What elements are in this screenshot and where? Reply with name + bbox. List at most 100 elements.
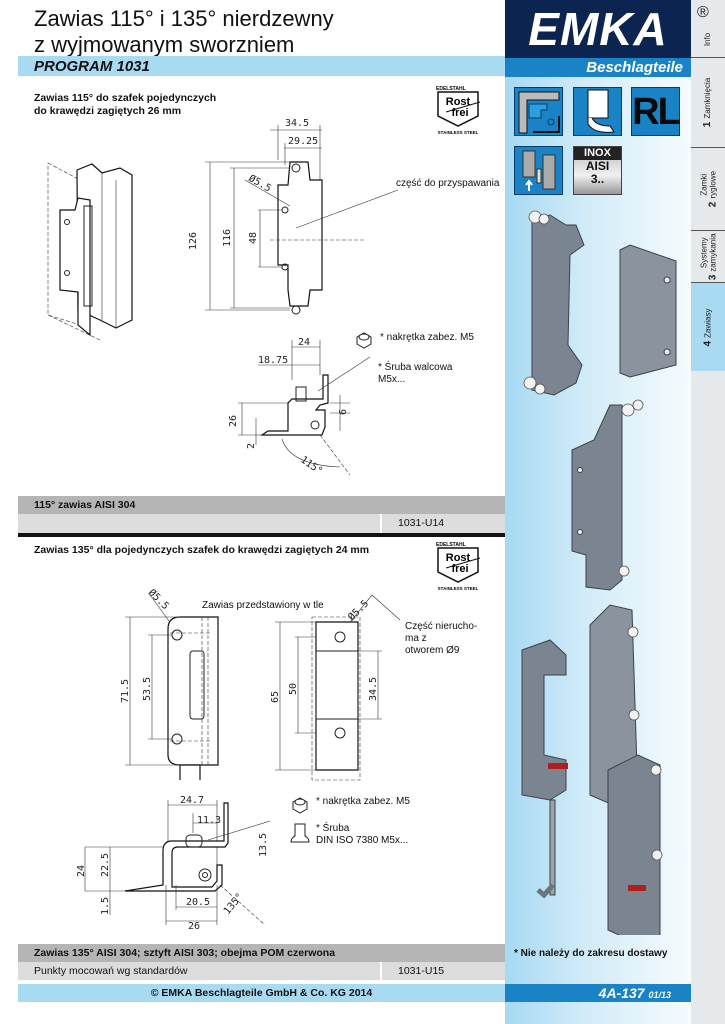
page-code: 4A-137 <box>598 985 645 1001</box>
dim-label: 24 <box>298 337 310 348</box>
tab-number: 2 <box>707 201 718 208</box>
inox-icon: INOX AISI 3.. <box>573 146 622 195</box>
hinge-115-part-b <box>619 244 677 378</box>
dim-label: 53.5 <box>142 677 153 701</box>
hinge-135-part-a <box>521 639 567 801</box>
screw-note-line-1: * Śruba walcowa <box>378 362 453 373</box>
rostfrei-line-1: Rost <box>446 96 471 108</box>
dim-label: 126 <box>188 232 199 250</box>
rostfrei-top-text: EDELSTAHL <box>436 542 466 548</box>
dim-label: 22.5 <box>100 853 111 877</box>
dim-label: 13.5 <box>258 833 269 857</box>
spec-row-115-empty <box>18 514 380 533</box>
hinge-115-isometric-drawing <box>47 162 133 340</box>
tab-label: Zawiasy <box>703 308 713 338</box>
brand-logo-box <box>505 0 691 58</box>
button-head-screw-icon <box>290 823 310 843</box>
nut-note: * nakrętka zabez. M5 <box>316 796 410 807</box>
door-opening-icon <box>573 87 622 136</box>
dim-label: 29.25 <box>288 136 318 147</box>
section2-heading: Zawias 135° dla pojedynczych szafek do k… <box>34 544 370 556</box>
page-title: Zawias 115° i 135° nierdzewny z wyjmowan… <box>34 6 494 58</box>
lock-nut-icon <box>292 797 308 814</box>
dim-label: 34.5 <box>285 118 309 129</box>
dim-label: 34.5 <box>368 677 379 701</box>
dim-label: 20.5 <box>186 897 210 908</box>
tab-info-label: Info <box>703 32 713 47</box>
title-line-1: Zawias 115° i 135° nierdzewny <box>34 6 334 31</box>
fixed-part-callout: Część nierucho- ma z otworem Ø9 <box>405 621 477 657</box>
dim-label: 2 <box>246 443 257 449</box>
spec-row-135: Zawias 135° AISI 304; sztyft AISI 303; o… <box>18 944 505 962</box>
rostfrei-line-1: Rost <box>446 552 471 564</box>
page-version: 01/13 <box>648 990 671 1000</box>
angle-label: 115° <box>298 454 324 475</box>
dim-label: 24.7 <box>180 795 204 806</box>
tab-info[interactable]: Info <box>691 0 725 58</box>
tab-closures[interactable]: 1 Zamknięcia <box>691 58 725 148</box>
dim-label: 71.5 <box>120 679 131 703</box>
not-included-note: * Nie należy do zakresu dostawy <box>514 948 668 959</box>
dim-label: 6 <box>338 409 349 415</box>
screw-note-line-1: * Śruba <box>316 823 350 834</box>
tab-label: Systemy zamykania <box>699 232 717 272</box>
tab-number: 3 <box>707 274 718 280</box>
tab-bolt-locks[interactable]: 2 Zamki ryglowe <box>691 148 725 231</box>
dim-label: 18.75 <box>258 355 288 366</box>
hinge-115-part-a <box>531 214 585 396</box>
hinge-115-section-drawing: 24 18.75 26 2 6 115° <box>228 337 371 475</box>
dim-label: 50 <box>288 683 299 695</box>
side-tabs: Info 1 Zamknięcia 2 Zamki ryglowe 3 Systemy… <box>691 0 725 1024</box>
tab-hinges[interactable]: 4 Zawiasy <box>691 283 725 371</box>
rostfrei-bottom-text: STAINLESS STEEL <box>438 586 479 591</box>
dim-label: Ø5.5 <box>146 587 172 613</box>
dim-label: 1.5 <box>100 897 111 915</box>
tab-locking-systems[interactable]: 3 Systemy zamykania <box>691 231 725 283</box>
fixed-part-line-2: ma z <box>405 633 427 644</box>
dim-label: 26 <box>228 415 239 427</box>
mounting-points-row: Punkty mocowań wg standardów <box>18 962 380 980</box>
dim-label: 65 <box>270 691 281 703</box>
hinge-115-front-drawing: 34.5 29.25 126 116 48 Ø5.5 <box>188 118 399 315</box>
tab-number: 4 <box>702 340 714 346</box>
rl-icon: RL <box>631 87 681 136</box>
hinge-135-front-right-drawing: Ø5.5 65 50 34.5 <box>270 594 401 781</box>
hinge-115-assembled <box>571 404 623 591</box>
section1-heading-line-1: Zawias 115° do szafek pojedynczych <box>34 92 217 104</box>
angle-label: 135° <box>222 891 246 917</box>
dim-label: 11.3 <box>197 815 221 826</box>
hinge-135-assembled <box>607 754 661 935</box>
fixed-part-line-1: Część nierucho- <box>405 621 478 632</box>
registered-mark: ® <box>697 4 709 21</box>
article-number-135: 1031-U15 <box>382 962 505 980</box>
hinge-135-section-drawing: 24.7 11.3 24 22.5 1.5 20.5 26 13.5 135° <box>76 795 270 932</box>
screw-note: * Śruba DIN ISO 7380 M5x... <box>316 823 408 847</box>
rostfrei-badge: EDELSTAHL Rost frei STAINLESS STEEL <box>434 540 486 597</box>
fixed-part-line-3: otworem Ø9 <box>405 645 460 656</box>
cabinet-profile-icon <box>514 87 563 136</box>
section-divider <box>18 533 505 537</box>
rostfrei-badge: EDELSTAHL Rost frei STAINLESS STEEL <box>434 84 486 141</box>
nut-note: * nakrętka zabez. M5 <box>380 332 474 343</box>
section1-heading-line-2: do krawędzi zagiętych 26 mm <box>34 105 182 117</box>
spec-row-115: 115° zawias AISI 304 <box>18 496 505 514</box>
dim-label: 48 <box>248 232 259 244</box>
brand-subtitle: Beschlagteile <box>505 58 691 77</box>
program-bar <box>18 56 505 76</box>
dim-label: 24 <box>76 865 87 877</box>
aisi-label: AISI <box>585 159 610 173</box>
tab-number: 1 <box>702 121 714 128</box>
background-hinge-note: Zawias przedstawiony w tle <box>202 600 324 611</box>
weld-part-callout: część do przyspawania <box>396 178 500 189</box>
rostfrei-bottom-text: STAINLESS STEEL <box>438 130 479 135</box>
hinge-135-front-left-drawing: Ø5.5 71.5 53.5 <box>120 587 219 780</box>
rostfrei-top-text: EDELSTAHL <box>436 86 466 92</box>
emka-logo: EMKA <box>528 3 668 55</box>
tab-label: Zamknięcia <box>703 77 713 119</box>
dim-label: 26 <box>188 921 200 932</box>
tab-label: Zamki ryglowe <box>699 170 717 199</box>
screw-note: * Śruba walcowa M5x... <box>378 362 452 386</box>
dim-label: 116 <box>222 229 233 247</box>
page-number: 4A-137 01/13 <box>505 984 691 1002</box>
aisi-grade-label: 3.. <box>590 172 605 186</box>
